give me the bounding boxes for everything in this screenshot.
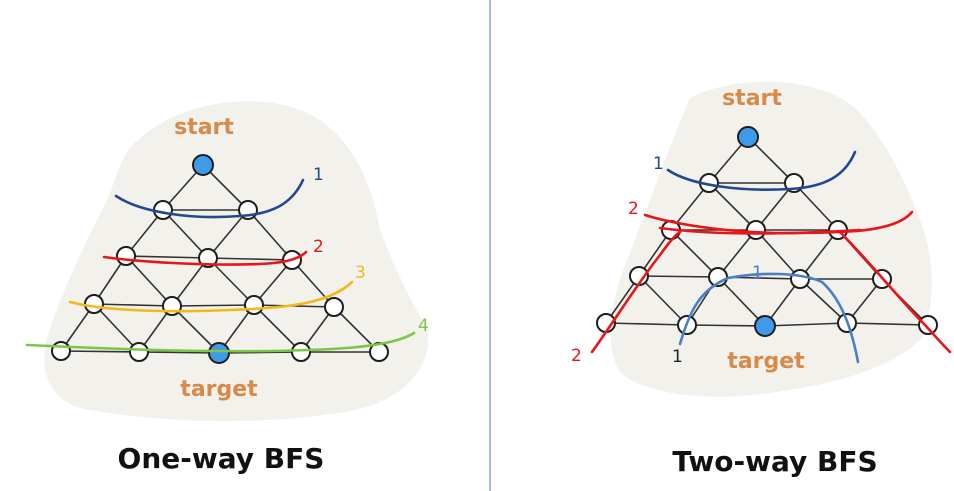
left-level-curves [25,178,416,353]
start-label: start [174,115,234,140]
edge [291,259,335,308]
level-2-curve [102,250,308,266]
target-level-1-blue-label: 1 [752,263,763,283]
edge [638,275,688,326]
level-1-label: 1 [313,165,324,185]
start-node [737,126,759,148]
edge [247,209,293,261]
start-label: start [722,86,782,111]
level-3-label: 3 [355,263,366,283]
target-level-1-black-label: 1 [672,347,683,367]
edge [670,229,719,278]
edge [846,322,929,326]
start-level-2-label: 2 [628,199,639,219]
graph-node [129,342,149,362]
edge [171,305,220,354]
graph-node [918,315,938,335]
graph-node [51,341,71,361]
panel-title: One-way BFS [118,442,325,475]
graph-node [790,269,810,289]
target-label: target [727,349,805,374]
edge [755,229,801,280]
target-node [754,315,776,337]
edge [171,304,255,307]
edge [253,304,302,353]
graph-node [84,294,104,314]
target-node [208,342,230,364]
edge [207,257,255,306]
level-4-label: 4 [418,316,429,336]
edge [60,350,140,353]
right-level-labels: 1 2 1 1 2 [571,154,763,367]
edge [93,303,140,353]
level-1-curve [114,178,305,219]
start-level-2-curve-overlap [658,226,862,235]
panel-title: Two-way BFS [672,445,877,478]
edge [218,351,302,354]
edge [605,322,688,326]
start-level-1-curve [666,150,857,191]
target-level-2-curve-right [838,230,952,354]
graph-node [324,297,344,317]
two-way-bfs-panel: 1 2 1 1 2 start target Two-way BFS [571,81,952,478]
right-level-curves [590,150,952,364]
left-paper-background [44,101,429,422]
graph-node [244,295,264,315]
edge [764,322,848,327]
left-level-labels: 1 2 3 4 [313,165,429,336]
edge [93,303,173,307]
target-level-2-curve-left [590,230,682,354]
edge [799,278,848,324]
edge [793,182,839,231]
target-label: target [180,377,258,402]
right-graph-nodes [596,126,938,337]
level-2-label: 2 [313,237,324,257]
edge [638,275,719,278]
graph-node [746,220,766,240]
one-way-bfs-panel: 1 2 3 4 start target One-way BFS [25,101,429,475]
target-level-2-label: 2 [571,346,582,366]
graph-node [116,246,136,266]
edge [799,229,839,280]
level-4-curve [25,331,416,353]
edge [708,182,757,231]
edge [138,351,220,354]
level-3-curve [68,280,354,313]
graph-node [198,248,218,268]
edge [125,255,209,259]
start-node [192,154,214,176]
target-level-1-blue-curve [678,272,860,364]
edge [755,182,795,231]
edge [162,209,209,259]
edge [125,255,173,307]
edge [207,257,293,261]
edge [686,324,766,327]
edge [717,276,766,327]
edge [717,229,757,278]
edge [207,209,249,259]
graph-node [291,342,311,362]
graph-node [153,200,173,220]
start-level-1-label: 1 [653,154,664,174]
